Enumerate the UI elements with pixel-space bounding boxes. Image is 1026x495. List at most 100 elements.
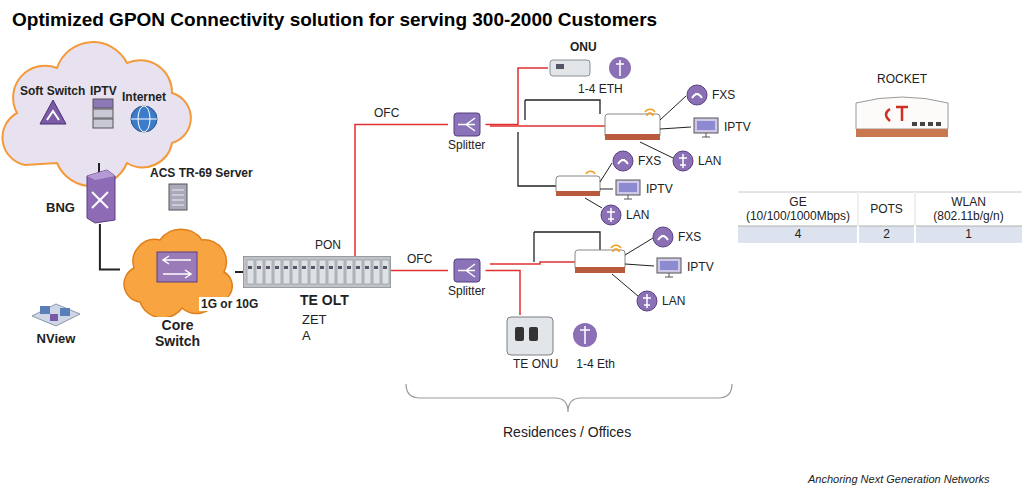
icon-part — [275, 266, 279, 269]
icon-part — [32, 304, 80, 326]
device-icon — [548, 54, 633, 82]
icon-part — [625, 264, 654, 266]
icon-part — [928, 122, 933, 126]
icon-part — [660, 261, 678, 270]
icon-part — [458, 118, 475, 131]
link-label: OFC — [405, 252, 434, 266]
node-label: LAN — [662, 294, 685, 308]
node-label: ONU — [570, 40, 597, 54]
diagram-title: Optimized GPON Connectivity solution for… — [12, 9, 657, 31]
device-node: IPTV — [90, 84, 117, 130]
device-icon — [243, 256, 391, 288]
icon-part — [857, 192, 859, 243]
icon-part — [243, 256, 391, 288]
icon-part — [612, 274, 638, 296]
device-icon — [636, 290, 658, 312]
node-label: IPTV — [687, 260, 714, 274]
icon-part — [301, 260, 308, 284]
icon-part — [619, 183, 637, 192]
note-label: Residences / Offices — [503, 424, 631, 441]
icon-part — [625, 238, 653, 255]
device-icon — [692, 116, 720, 138]
device-icon — [652, 226, 674, 248]
node-label: Internet — [122, 90, 166, 104]
ont-drop-wires — [585, 96, 691, 296]
icon-part — [738, 192, 1022, 193]
note-label: POTS — [858, 202, 915, 216]
device-node: TE OLTZET A — [243, 256, 391, 344]
device-icon — [505, 315, 605, 357]
icon-part — [40, 306, 50, 314]
device-icon — [453, 112, 481, 137]
icon-part — [157, 252, 197, 282]
icon-part — [936, 122, 941, 126]
icon-part — [382, 260, 389, 284]
icon-part — [320, 266, 324, 269]
device-node: FXS — [686, 84, 735, 106]
node-label: Splitter — [448, 138, 485, 152]
icon-part — [575, 267, 625, 273]
icon-part — [609, 57, 631, 79]
icon-part — [601, 205, 621, 225]
icon-part — [283, 260, 290, 284]
icon-part — [914, 192, 916, 243]
node-label: 1-4 Eth — [576, 357, 615, 371]
icon-part — [274, 260, 281, 284]
node-label: Soft Switch — [20, 84, 85, 98]
device-node: FXS — [612, 150, 661, 172]
device-node: IPTV — [614, 178, 673, 200]
icon-part — [355, 260, 362, 284]
link-line — [100, 224, 120, 270]
device-node: Soft Switch — [20, 84, 85, 126]
device-node: FXS — [652, 226, 701, 248]
icon-part — [673, 151, 693, 171]
device-node: IPTV — [655, 256, 714, 278]
node-label: Core Switch — [152, 317, 204, 349]
icon-part — [643, 294, 651, 308]
link-line — [355, 125, 448, 257]
note-label: PON — [315, 238, 341, 252]
icon-part — [347, 266, 351, 269]
icon-part — [600, 189, 613, 190]
device-icon — [129, 104, 159, 134]
icon-part — [47, 111, 59, 120]
node-label: NView — [37, 332, 76, 346]
icon-part — [692, 94, 702, 98]
icon-part — [600, 163, 612, 182]
icon-part — [292, 260, 299, 284]
ont-rocket — [575, 245, 625, 273]
fiber-wire — [490, 125, 605, 127]
node-label: FXS — [712, 88, 735, 102]
icon-part — [60, 308, 70, 316]
device-icon — [91, 98, 115, 130]
icon-part — [265, 260, 272, 284]
icon-part — [616, 60, 624, 76]
device-node: IPTV — [692, 116, 751, 138]
device-icon — [83, 168, 117, 224]
note-label: 1 — [915, 227, 1022, 241]
icon-part — [373, 260, 380, 284]
icon-part — [665, 273, 673, 277]
ont-rocket — [605, 109, 660, 140]
icon-part — [248, 266, 252, 269]
icon-part — [319, 260, 326, 284]
icon-part — [356, 266, 360, 269]
icon-part — [573, 323, 597, 347]
device-icon — [166, 182, 190, 212]
link-line — [235, 271, 243, 273]
drop-wire — [525, 100, 600, 120]
icon-part — [611, 245, 621, 252]
device-node: ROCKET — [850, 72, 954, 141]
icon-part — [660, 96, 686, 120]
icon-part — [311, 266, 315, 269]
spec-table — [738, 192, 1022, 243]
link-label: 1G or 10G — [199, 297, 260, 311]
icon-part — [364, 260, 371, 284]
icon-part — [679, 154, 687, 168]
node-label: TE ONU — [513, 357, 558, 371]
icon-part — [580, 326, 590, 344]
ont-rocket — [556, 171, 600, 196]
icon-part — [328, 260, 335, 284]
link-label: OFC — [372, 106, 401, 120]
